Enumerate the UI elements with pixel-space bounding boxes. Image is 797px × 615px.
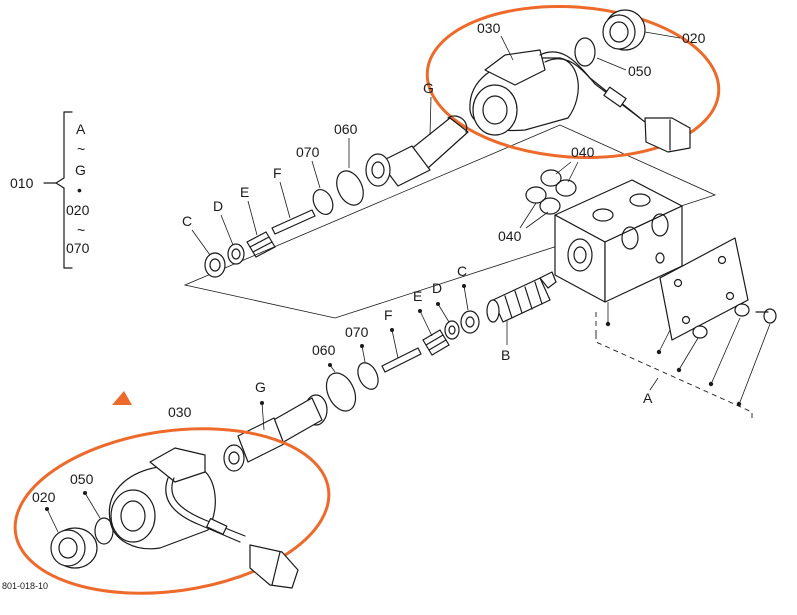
- label-f-upper: F: [273, 165, 282, 181]
- label-030-lower: 030: [168, 404, 192, 420]
- assembly-number-label: 010: [10, 175, 34, 191]
- upper-oring-050: [574, 37, 596, 67]
- bracket-dot: •: [77, 182, 82, 198]
- label-040-top: 040: [571, 144, 595, 160]
- label-c-upper: C: [182, 213, 192, 229]
- bracket-label-a: A: [76, 121, 86, 137]
- lower-coil: [108, 447, 299, 589]
- label-060-upper: 060: [334, 121, 358, 137]
- label-020-lower: 020: [32, 489, 56, 505]
- bracket-label-070: 070: [66, 240, 90, 256]
- label-050-upper: 050: [628, 63, 652, 79]
- bracket-label-g: G: [75, 162, 86, 178]
- leaders-a: [595, 302, 771, 420]
- label-a-body: A: [643, 390, 653, 406]
- upper-washer-d: [227, 243, 245, 265]
- label-050-lower: 050: [70, 471, 94, 487]
- bracket-label-020: 020: [66, 202, 90, 218]
- drawing-number: 801-018-10: [2, 581, 48, 591]
- lower-rod-f: [381, 347, 422, 373]
- label-g-upper: G: [423, 80, 434, 96]
- lower-washer-c: [460, 310, 480, 334]
- label-b: B: [501, 347, 510, 363]
- highlight-circle-upper: [425, 4, 721, 160]
- assembly-bracket: [43, 111, 73, 269]
- lower-nut: [50, 527, 98, 569]
- upper-frame: [183, 124, 717, 319]
- highlight-circle-lower: [13, 427, 331, 595]
- label-d-lower: D: [432, 280, 442, 296]
- upper-ring-070: [312, 189, 334, 215]
- lower-sleeve-g: [223, 394, 328, 472]
- gasket-plate: [659, 237, 749, 341]
- upper-washer-c: [204, 252, 226, 278]
- label-070-lower: 070: [345, 324, 369, 340]
- label-030-upper: 030: [477, 20, 501, 36]
- lower-ring-070: [357, 362, 379, 390]
- lower-washer-d: [444, 320, 460, 340]
- label-f-lower: F: [384, 307, 393, 323]
- label-040-bottom: 040: [498, 228, 522, 244]
- upper-rod-f: [271, 209, 316, 235]
- bracket-tilde-1: ~: [77, 141, 85, 157]
- label-060-lower: 060: [312, 342, 336, 358]
- bracket-tilde-2: ~: [77, 222, 85, 238]
- lower-oring-050: [94, 517, 114, 545]
- label-c-lower: C: [457, 263, 467, 279]
- upper-spring-e: [246, 231, 276, 258]
- lower-ring-060: [325, 372, 357, 412]
- valve-body: [554, 179, 683, 303]
- mounting-bolts: [692, 303, 777, 339]
- upper-sleeve-g: [365, 115, 469, 187]
- upper-ring-060: [336, 170, 364, 206]
- cartridge-b: [486, 271, 557, 323]
- upper-coil: [469, 49, 691, 153]
- label-020-upper: 020: [682, 30, 706, 46]
- label-070-upper: 070: [296, 144, 320, 160]
- label-g-lower: G: [255, 379, 266, 395]
- label-e-upper: E: [240, 184, 249, 200]
- upper-nut: [602, 9, 646, 51]
- arrow-marker-icon: [112, 391, 132, 405]
- label-e-lower: E: [413, 288, 422, 304]
- label-d-upper: D: [213, 198, 223, 214]
